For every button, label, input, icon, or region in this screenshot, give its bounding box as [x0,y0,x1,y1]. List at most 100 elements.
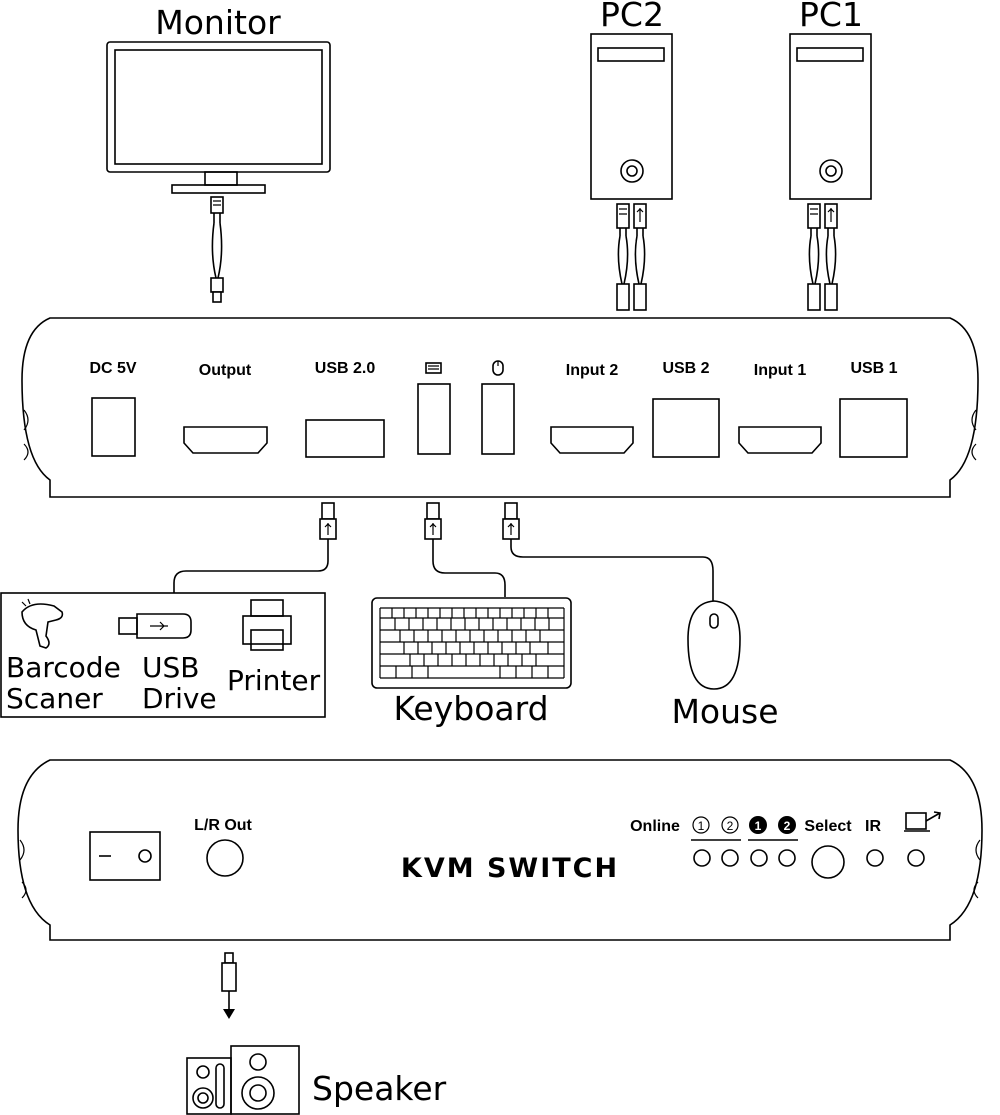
monitor-screen [114,49,323,165]
front-panel: L/R Out KVM SWITCH Online 1 2 1 2 Select… [17,759,983,941]
keyboard: Keyboard [371,597,572,728]
speakers: Speaker [186,1045,447,1115]
online-indicator-2: 2 [721,816,739,834]
pc1-tower: PC1 [789,0,872,200]
svg-text:1: 1 [698,819,705,833]
speaker-label: Speaker [312,1069,447,1108]
barcode-label-line2: Scaner [6,682,103,715]
select-button[interactable] [811,845,845,879]
pc1-cables [807,203,838,311]
hdmi-plug-icon [807,283,821,311]
rear-panel: DC 5V Output USB 2.0 Input 2 USB 2 Input… [21,317,979,498]
usb-plug-icon [824,283,838,311]
display-switch-icon [904,811,941,832]
svg-text:2: 2 [784,819,791,833]
mouse-label: Mouse [671,692,778,731]
output-label: Output [199,362,252,379]
input1-hdmi-port [738,426,822,454]
usb1-label: USB 1 [850,360,897,377]
hdmi-plug-icon [616,203,630,229]
mouse: Mouse [671,600,779,731]
monitor-stand [171,184,266,194]
printer-icon [242,599,292,651]
input1-label: Input 1 [754,362,807,379]
monitor-label: Monitor [155,3,281,42]
lr-out-jack [206,839,244,877]
usb-plug-icon [426,502,440,520]
hdmi-plug-icon [807,203,821,229]
rear-panel-body [21,317,979,498]
dc-5v-label: DC 5V [89,360,136,377]
usb-drive-label-line1: USB [142,651,199,684]
online-indicator-1: 1 [692,816,710,834]
pc1-label: PC1 [799,0,863,34]
printer-label: Printer [227,664,321,697]
monitor-frame [106,41,331,173]
usb-cable-hub-devices [173,502,337,593]
barcode-label-line1: Barcode [6,651,121,684]
keyboard-port-icon [425,362,442,374]
mouse-usb-port [481,383,515,455]
usb-drive-label-line2: Drive [142,682,217,715]
lr-out-label: L/R Out [194,817,252,834]
pc1-case [789,33,872,200]
rca-plug-icon [224,952,234,964]
usb-plug-icon [504,502,518,520]
right-speaker [230,1045,300,1115]
svg-text:2: 2 [727,819,734,833]
usb-devices-group: Barcode Scaner USB Drive Printer [0,592,326,718]
pc2-cables [616,203,647,311]
usb-drive-icon [118,613,192,639]
ir-receiver [866,849,884,867]
mouse-body [687,600,741,690]
pc2-power-button [620,159,644,183]
hotkey-led [907,849,925,867]
usb-cable-keyboard [424,502,506,597]
selected-indicator-2: 2 [778,816,796,834]
pc2-label: PC2 [600,0,664,34]
dc-5v-port [91,397,136,457]
audio-cable [221,952,237,1019]
usb-plug-icon [633,283,647,311]
selected-led-2 [778,849,796,867]
keyboard-body [371,597,572,689]
kvm-switch-title: KVM SWITCH [401,853,619,884]
keyboard-usb-port [417,383,451,455]
monitor-neck [204,171,238,186]
ir-label: IR [865,818,881,835]
online-led-2 [721,849,739,867]
usb-plug-icon [321,502,335,520]
hdmi-plug-icon [616,283,630,311]
pc1-power-button [819,159,843,183]
front-panel-body [17,759,983,941]
mouse-port-icon [492,360,504,376]
usb20-label: USB 2.0 [315,360,376,377]
power-switch[interactable] [89,831,161,881]
pc1-drive-bay [796,47,864,62]
svg-text:1: 1 [755,819,762,833]
pc2-case [590,33,673,200]
online-led-1 [693,849,711,867]
keyboard-label: Keyboard [393,689,548,728]
selected-led-1 [750,849,768,867]
selected-indicator-1: 1 [749,816,767,834]
usb1-port [839,398,908,458]
select-label: Select [804,818,852,835]
power-off-mark [138,849,152,863]
usb20-port [305,419,385,458]
online-label: Online [630,818,680,835]
hdmi-plug-icon [210,277,224,293]
input2-label: Input 2 [566,362,619,379]
usb2-label: USB 2 [662,360,709,377]
keyboard-keys [379,607,565,679]
input2-hdmi-port [550,426,634,454]
usb-cable-mouse [502,502,714,601]
output-hdmi-port [183,426,268,454]
hdmi-cable-monitor [210,196,224,303]
monitor: Monitor [106,3,331,194]
pc2-drive-bay [597,47,665,62]
usb-devices-box [0,592,326,718]
mouse-wheel [709,613,719,629]
pc2-tower: PC2 [590,0,673,200]
